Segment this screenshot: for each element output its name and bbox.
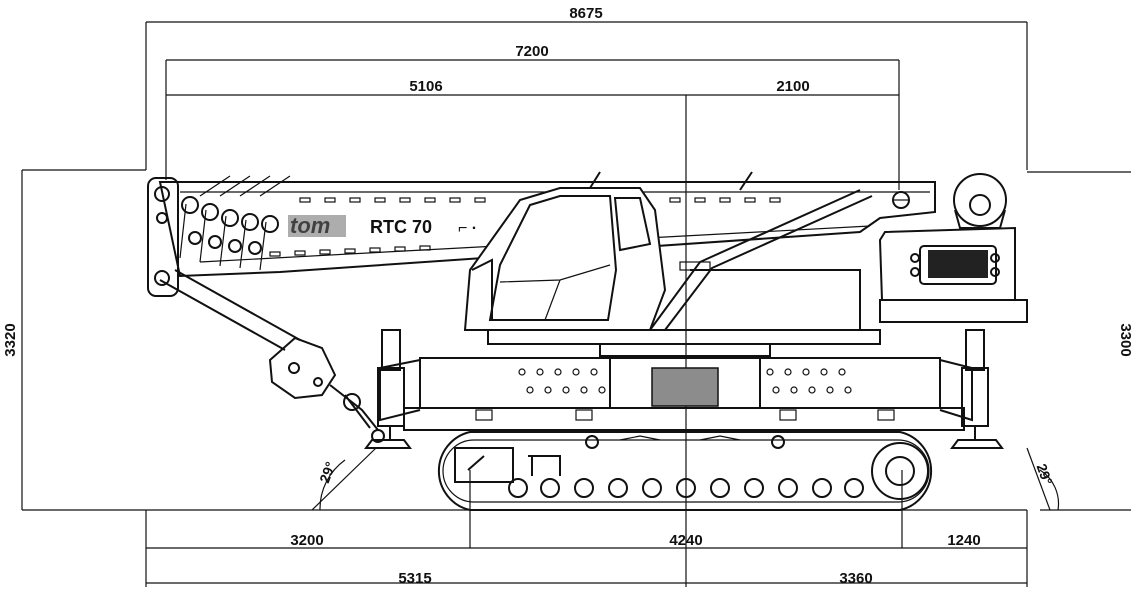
engine-grille: [928, 250, 988, 278]
slewing-ring: [487, 329, 881, 357]
dim-track-length: 4240: [669, 532, 702, 549]
dim-height-right: 3300: [1117, 323, 1131, 356]
track-rollers: [508, 478, 864, 498]
dim-track-rear-offset: 1240: [947, 532, 980, 549]
dim-overall-length: 8675: [569, 5, 602, 22]
counterweight-block: [651, 367, 719, 407]
dim-boom-front: 5106: [409, 78, 442, 95]
model-suffix-mark: ⌐ ·: [458, 220, 477, 237]
dim-outrigger-rear: 3360: [839, 570, 872, 587]
hook-block: [159, 269, 385, 443]
operator-cab: [463, 187, 667, 331]
model-label: RTC 70: [370, 217, 432, 237]
dim-boom-reach: 7200: [515, 43, 548, 60]
boom-slots: [269, 197, 781, 257]
brand-logo-plate: [288, 215, 346, 237]
crane: tom RTC 70 ⌐ ·: [147, 171, 1028, 511]
chassis-holes: [518, 368, 852, 394]
boom-head: [147, 175, 291, 297]
drive-sprocket: [871, 442, 929, 500]
crawler-track: [437, 431, 933, 511]
dim-angle-front: 29°: [316, 460, 338, 485]
boom-ticks: [589, 171, 753, 191]
angle-arcs: [311, 447, 1060, 511]
dim-boom-rear: 2100: [776, 78, 809, 95]
luffing-cylinder: [649, 189, 873, 331]
counterweight-unit: [878, 173, 1028, 323]
dim-outrigger-front: 5315: [398, 570, 431, 587]
dim-track-front-offset: 3200: [290, 532, 323, 549]
dim-height-left: 3320: [2, 323, 19, 356]
chassis: [364, 329, 1004, 449]
